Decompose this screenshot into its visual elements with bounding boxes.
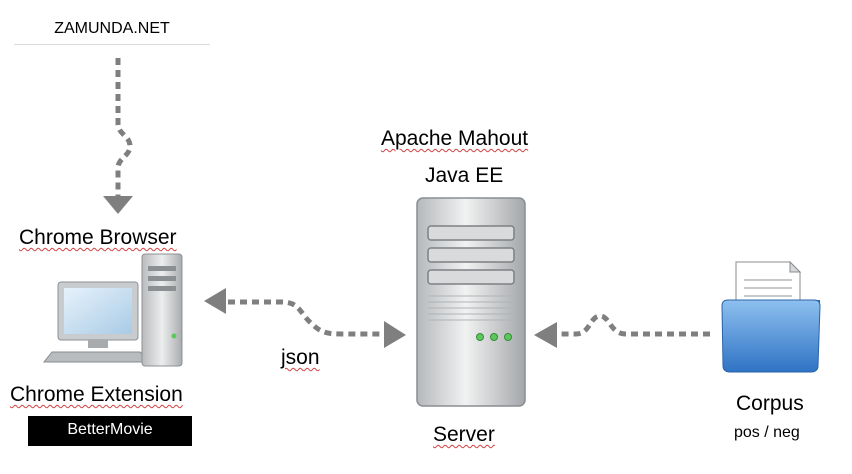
server-stack-line1-text: Apache Mahout xyxy=(381,127,529,150)
extension-label-text: Chrome Extension xyxy=(10,383,183,406)
json-edge-label: json xyxy=(281,346,320,370)
server-label: Server xyxy=(433,423,495,447)
server-stack-line2: Java EE xyxy=(425,164,504,187)
extension-name: BetterMovie xyxy=(67,421,153,438)
folder-document-icon xyxy=(721,260,821,373)
server-icon xyxy=(416,197,526,407)
browser-label: Chrome Browser xyxy=(19,226,177,250)
server-label-text: Server xyxy=(433,423,495,446)
source-site-label: ZAMUNDA.NET xyxy=(54,20,170,37)
corpus-label: Corpus xyxy=(736,392,804,415)
desktop-computer-icon xyxy=(42,253,183,367)
corpus-sublabel: pos / neg xyxy=(734,424,800,441)
source-underline xyxy=(14,44,210,45)
extension-label: Chrome Extension xyxy=(10,383,183,407)
browser-label-text: Chrome Browser xyxy=(19,226,177,249)
client-server-arrow xyxy=(204,288,406,348)
server-stack-line1: Apache Mahout xyxy=(381,127,528,151)
corpus-to-server-arrow xyxy=(534,313,710,348)
extension-name-box: BetterMovie xyxy=(28,416,192,446)
source-to-browser-arrow xyxy=(103,58,133,214)
json-edge-label-text: json xyxy=(281,346,320,369)
